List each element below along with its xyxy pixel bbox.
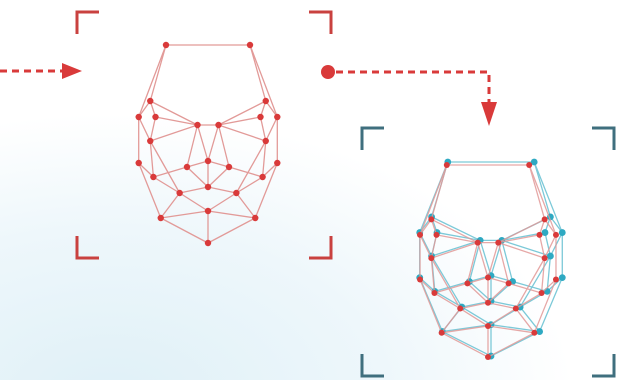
- target-red-landmark-point: [464, 280, 470, 286]
- source-landmark-point: [163, 42, 169, 48]
- source-landmark-point: [147, 138, 153, 144]
- arrow-start-dot: [321, 65, 335, 79]
- target-red-landmark-point: [537, 232, 543, 238]
- target-red-landmark-point: [553, 276, 559, 282]
- source-landmark-point: [226, 164, 232, 170]
- target-red-landmark-point: [457, 306, 463, 312]
- source-landmark-point: [158, 215, 164, 221]
- target-red-landmark-point: [475, 240, 481, 246]
- source-landmark-point: [205, 184, 211, 190]
- target-red-landmark-point: [542, 255, 548, 261]
- target-red-landmark-point: [417, 276, 423, 282]
- target-teal-landmark-point: [559, 229, 566, 236]
- source-landmark-point: [184, 164, 190, 170]
- target-red-landmark-point: [439, 330, 445, 336]
- target-red-landmark-point: [506, 280, 512, 286]
- source-landmark-point: [176, 190, 182, 196]
- target-red-landmark-point: [485, 323, 491, 329]
- source-landmark-point: [274, 114, 280, 120]
- source-landmark-point: [233, 190, 239, 196]
- target-red-landmark-point: [542, 216, 548, 222]
- target-red-landmark-point: [428, 255, 434, 261]
- source-landmark-point: [263, 138, 269, 144]
- target-red-landmark-point: [485, 275, 491, 281]
- source-landmark-point: [205, 208, 211, 214]
- target-red-landmark-point: [485, 354, 491, 360]
- target-teal-landmark-point: [536, 328, 543, 335]
- source-landmark-point: [263, 98, 269, 104]
- source-landmark-point: [205, 158, 211, 164]
- source-landmark-point: [252, 215, 258, 221]
- target-teal-landmark-point: [542, 229, 549, 236]
- source-landmark-point: [205, 240, 211, 246]
- target-red-landmark-point: [428, 216, 434, 222]
- source-landmark-point: [136, 160, 142, 166]
- target-red-landmark-point: [431, 290, 437, 296]
- target-red-landmark-point: [434, 232, 440, 238]
- source-landmark-point: [247, 42, 253, 48]
- source-landmark-point: [194, 122, 200, 128]
- target-red-landmark-point: [495, 240, 501, 246]
- target-red-landmark-point: [526, 162, 532, 168]
- source-landmark-point: [136, 114, 142, 120]
- target-red-landmark-point: [531, 330, 537, 336]
- target-red-landmark-point: [539, 290, 545, 296]
- target-red-landmark-point: [553, 232, 559, 238]
- target-red-landmark-point: [444, 162, 450, 168]
- source-landmark-point: [215, 122, 221, 128]
- source-landmark-point: [274, 160, 280, 166]
- target-red-landmark-point: [417, 232, 423, 238]
- target-red-landmark-point: [485, 300, 491, 306]
- target-teal-landmark-point: [559, 274, 566, 281]
- source-landmark-point: [259, 174, 265, 180]
- target-red-landmark-point: [513, 306, 519, 312]
- source-landmark-point: [147, 98, 153, 104]
- source-landmark-point: [152, 114, 158, 120]
- source-landmark-point: [150, 174, 156, 180]
- source-landmark-point: [257, 114, 263, 120]
- target-teal-landmark-point: [547, 253, 554, 260]
